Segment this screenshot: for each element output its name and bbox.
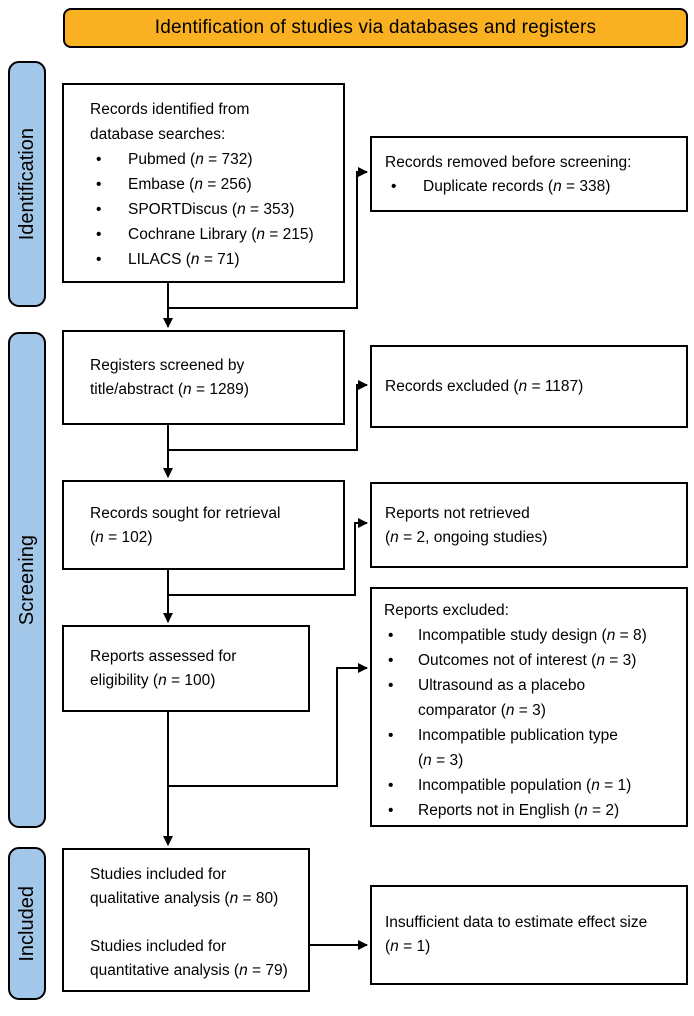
box-reports-not-retrieved: Reports not retrieved (n = 2, ongoing st… (370, 482, 688, 568)
text-line: Reports excluded: (384, 602, 509, 619)
page-title: Identification of studies via databases … (154, 17, 597, 38)
stage-label: Identification (15, 127, 38, 241)
bullet-text-line: Ultrasound as a placebo (418, 677, 586, 694)
bullet-item: Ultrasound as a placebo comparator (n = … (384, 673, 682, 723)
bullet-text: Incompatible publication type (n = 3) (418, 723, 682, 773)
bullet-text: Pubmed (n = 732) (128, 151, 253, 168)
stage-screening: Screening (8, 332, 46, 828)
bullet-text: Embase (n = 256) (128, 176, 252, 193)
bullet-item: Duplicate records (n = 338) (385, 175, 680, 199)
text-line: (n = 2, ongoing studies) (385, 529, 548, 546)
bullet-item: Embase (n = 256) (90, 172, 335, 197)
stage-included: Included (8, 847, 46, 1000)
text-line: Reports assessed for (90, 648, 237, 665)
text-line: Records identified from (90, 101, 250, 118)
bullet-item: Incompatible publication type (n = 3) (384, 723, 682, 773)
stage-identification: Identification (8, 61, 46, 307)
text-line: Records sought for retrieval (90, 505, 281, 522)
box-registers-screened: Registers screened by title/abstract (n … (62, 330, 345, 425)
bullet-text: Reports not in English (n = 2) (418, 802, 620, 819)
box-reports-excluded: Reports excluded: Incompatible study des… (370, 587, 688, 827)
bullet-text: Incompatible population (n = 1) (418, 777, 632, 794)
stage-label: Included (15, 885, 38, 962)
bullet-item: Pubmed (n = 732) (90, 147, 335, 172)
text-line: qualitative analysis (n = 80) (90, 890, 279, 907)
bullet-text: Ultrasound as a placebo comparator (n = … (418, 673, 682, 723)
bullet-text-line: Incompatible publication type (418, 727, 618, 744)
box-insufficient-data: Insufficient data to estimate effect siz… (370, 885, 688, 985)
bullet-text: SPORTDiscus (n = 353) (128, 201, 295, 218)
text-line: Records removed before screening: (385, 154, 632, 171)
box-records-excluded: Records excluded (n = 1187) (370, 345, 688, 428)
box-records-removed: Records removed before screening: Duplic… (370, 136, 688, 212)
bullet-text: Incompatible study design (n = 8) (418, 627, 647, 644)
bullet-item: SPORTDiscus (n = 353) (90, 197, 335, 222)
text-line: Records excluded (n = 1187) (385, 378, 584, 395)
text-line: quantitative analysis (n = 79) (90, 962, 288, 979)
text-line: Reports not retrieved (385, 505, 530, 522)
bullet-item: Outcomes not of interest (n = 3) (384, 648, 682, 673)
text-line: Insufficient data to estimate effect siz… (385, 914, 648, 931)
text-line: (n = 102) (90, 529, 153, 546)
stage-label: Screening (15, 534, 38, 626)
text-line: Studies included for (90, 938, 227, 955)
text-line: Studies included for (90, 866, 227, 883)
paragraph: Studies included for quantitative analys… (90, 935, 300, 983)
bullet-item: Incompatible population (n = 1) (384, 773, 682, 798)
text-line: title/abstract (n = 1289) (90, 381, 249, 398)
box-records-sought: Records sought for retrieval (n = 102) (62, 480, 345, 570)
bullet-text: Cochrane Library (n = 215) (128, 226, 314, 243)
bullet-text: LILACS (n = 71) (128, 251, 240, 268)
bullet-text-line: comparator (n = 3) (418, 702, 546, 719)
box-studies-included: Studies included for qualitative analysi… (62, 848, 310, 992)
title-banner: Identification of studies via databases … (63, 8, 688, 48)
box-records-identified: Records identified from database searche… (62, 83, 345, 283)
bullet-item: Cochrane Library (n = 215) (90, 222, 335, 247)
box-reports-assessed: Reports assessed for eligibility (n = 10… (62, 625, 310, 712)
bullet-item: LILACS (n = 71) (90, 247, 335, 272)
text-line: (n = 1) (385, 938, 431, 955)
text-line: eligibility (n = 100) (90, 672, 216, 689)
bullet-text: Outcomes not of interest (n = 3) (418, 652, 637, 669)
bullet-item: Reports not in English (n = 2) (384, 798, 682, 823)
text-line: Registers screened by (90, 357, 245, 374)
paragraph: Studies included for qualitative analysi… (90, 863, 300, 911)
bullet-text-line: (n = 3) (418, 752, 464, 769)
bullet-text: Duplicate records (n = 338) (423, 178, 611, 195)
text-line: database searches: (90, 126, 226, 143)
bullet-item: Incompatible study design (n = 8) (384, 623, 682, 648)
